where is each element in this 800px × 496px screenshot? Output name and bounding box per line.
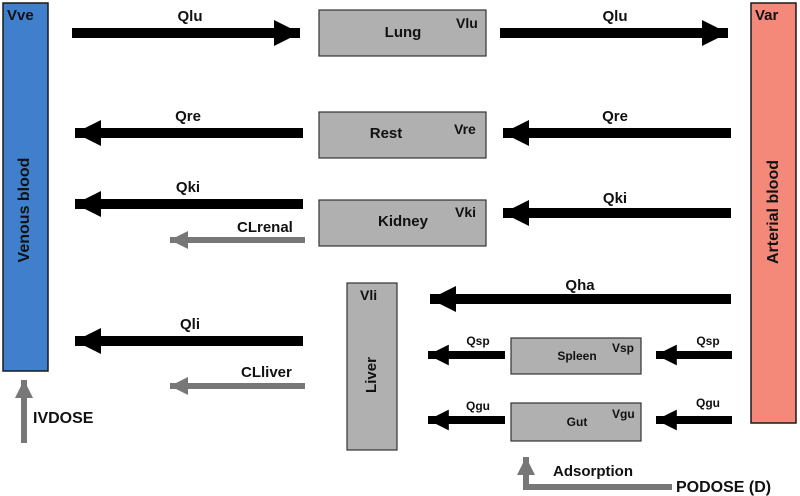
venous-volume-label: Vve — [7, 7, 34, 24]
rest-volume-label: Vre — [454, 121, 476, 137]
arrow-adsorption — [517, 457, 672, 490]
flow-qsp-in-label: Qsp — [696, 334, 719, 348]
gut-box — [510, 402, 642, 442]
flow-qki-out-label: Qki — [176, 179, 200, 196]
liver-volume-label: Vli — [360, 287, 377, 303]
flow-qha-label: Qha — [565, 277, 595, 294]
ivdose-label: IVDOSE — [33, 410, 94, 427]
lung-volume-label: Vlu — [456, 15, 478, 31]
lung-box — [318, 9, 487, 57]
adsorption-label: Adsorption — [553, 463, 633, 480]
flow-qlu-in-label: Qlu — [178, 8, 203, 25]
spleen-label: Spleen — [557, 349, 596, 363]
rest-box — [318, 111, 487, 159]
flow-qki-in-label: Qki — [603, 190, 627, 207]
arterial-blood-label: Arterial blood — [765, 160, 782, 264]
gut-label: Gut — [567, 415, 588, 429]
clrenal-label: CLrenal — [237, 219, 293, 236]
spleen-box — [510, 337, 642, 375]
flow-qli-label: Qli — [180, 316, 200, 333]
gut-volume-label: Vgu — [612, 407, 635, 421]
kidney-volume-label: Vki — [455, 204, 476, 220]
arterial-volume-label: Var — [755, 7, 779, 24]
kidney-box — [318, 199, 487, 247]
podose-label: PODOSE (D) — [676, 479, 771, 496]
spleen-volume-label: Vsp — [612, 341, 634, 355]
liver-box — [346, 282, 398, 451]
flow-qsp-out-label: Qsp — [466, 334, 489, 348]
flow-qgu-in-label: Qgu — [696, 396, 720, 410]
venous-blood-box — [2, 2, 49, 372]
kidney-label: Kidney — [378, 213, 429, 230]
rest-label: Rest — [370, 125, 403, 142]
lung-label: Lung — [385, 24, 422, 41]
arterial-blood-box — [750, 2, 797, 424]
clliver-label: CLliver — [241, 364, 292, 381]
flow-qre-in-label: Qre — [602, 108, 628, 125]
flow-qlu-out-label: Qlu — [603, 8, 628, 25]
liver-label: Liver — [363, 357, 380, 393]
flow-qgu-out-label: Qgu — [466, 399, 490, 413]
flow-qre-out-label: Qre — [175, 108, 201, 125]
venous-blood-label: Venous blood — [16, 158, 33, 263]
